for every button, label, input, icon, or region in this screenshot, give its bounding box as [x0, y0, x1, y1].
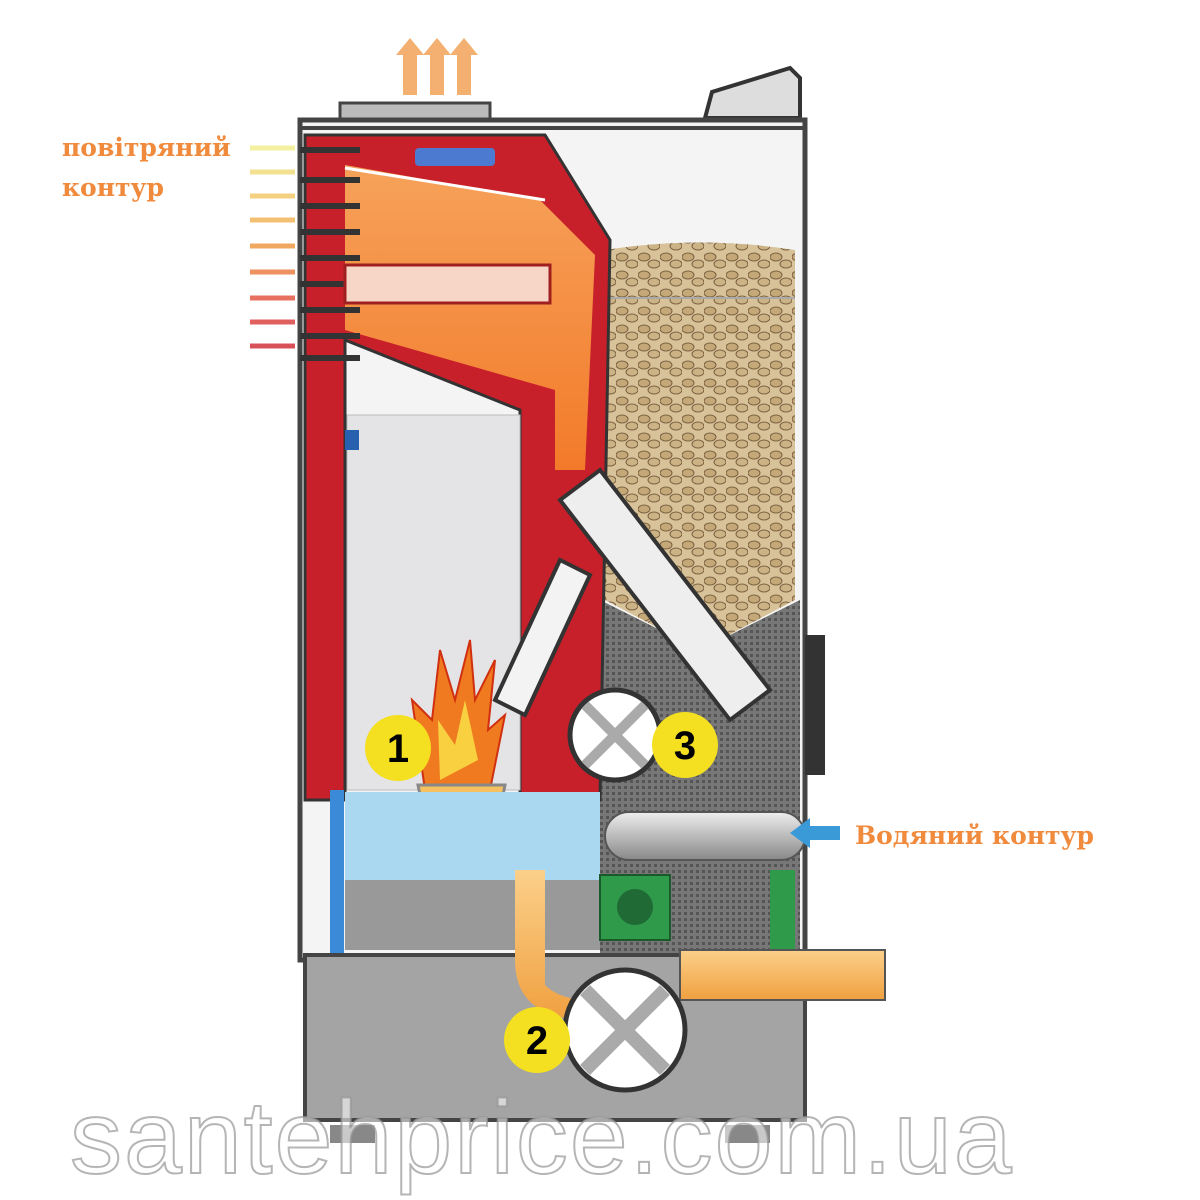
- air-circuit-label-line2: контур: [62, 173, 165, 202]
- marker-1: 1: [365, 715, 431, 781]
- water-circuit-label: Водяний контур: [855, 821, 1095, 850]
- hot-air-duct: [679, 949, 886, 1001]
- watermark: santehprice.com.ua: [69, 1080, 1014, 1196]
- foot-left: [330, 1125, 375, 1143]
- exhaust-arrows: [396, 38, 478, 95]
- flame: [410, 639, 507, 791]
- water-inlet-pipe: [604, 811, 806, 861]
- marker-3-label: 3: [674, 724, 696, 768]
- hopper-lid-handle: [702, 65, 802, 120]
- marker-1-label: 1: [387, 727, 409, 771]
- flue-gas-chamber: [345, 165, 595, 470]
- water-jacket: [345, 792, 600, 880]
- pellet-auger: [492, 467, 773, 723]
- control-panel: [805, 635, 825, 775]
- marker-2: 2: [504, 1007, 570, 1073]
- foot-right: [725, 1125, 770, 1143]
- air-circuit-arrows: [250, 145, 295, 349]
- marker-3: 3: [652, 712, 718, 778]
- turbulator-tube: [343, 263, 552, 305]
- top-vent: [415, 148, 495, 166]
- water-return-pipe: [330, 790, 344, 960]
- marker-2-label: 2: [526, 1019, 548, 1063]
- water-inlet-arrow: [790, 818, 840, 848]
- air-circuit-label-line1: повітряний: [62, 133, 231, 162]
